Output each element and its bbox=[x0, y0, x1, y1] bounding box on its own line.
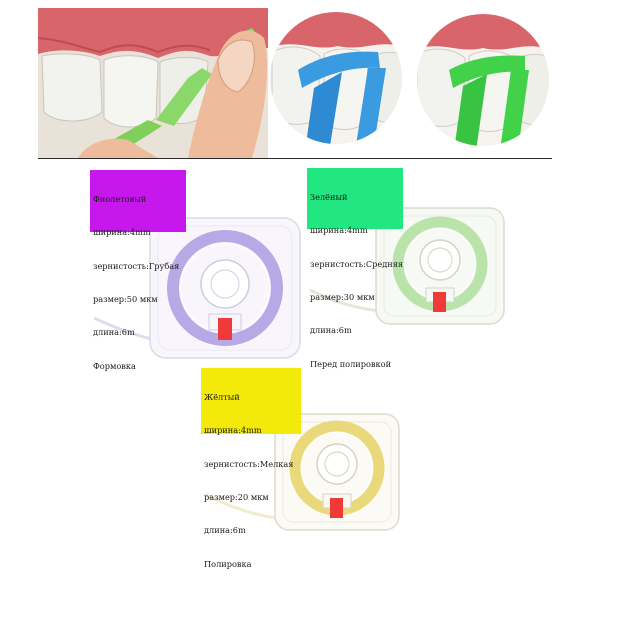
label-green-purpose: Перед полировкой bbox=[310, 358, 392, 369]
illustration-green-strip bbox=[413, 8, 552, 158]
label-green-length: длина:6m bbox=[310, 325, 352, 336]
label-violet-width: ширина:4mm bbox=[93, 227, 151, 238]
label-yellow-width: ширина:4mm bbox=[204, 425, 262, 436]
label-yellow-size: размер:20 мкм bbox=[204, 492, 269, 503]
label-yellow-grit: зернистость:Мелкая bbox=[204, 458, 294, 469]
label-violet-color: Фиолетовый bbox=[93, 194, 147, 205]
label-violet-purpose: Формовка bbox=[93, 360, 136, 371]
label-green-grit: зернистость:Средняя bbox=[310, 258, 404, 269]
usage-illustration-banner bbox=[38, 8, 552, 158]
label-green-size: размер:30 мкм bbox=[310, 292, 375, 303]
reel-green-drawing bbox=[309, 207, 505, 325]
strip-reel-yellow bbox=[204, 406, 405, 534]
label-yellow-purpose: Полировка bbox=[204, 558, 252, 569]
reel-yellow-drawing bbox=[204, 413, 400, 531]
label-violet: Фиолетовый ширина:4mm зернистость:Грубая… bbox=[90, 170, 186, 371]
reel-violet-drawing bbox=[93, 217, 301, 359]
strip-reel-green bbox=[309, 206, 510, 326]
label-yellow-length: длина:6m bbox=[204, 525, 246, 536]
label-violet-grit: зернистость:Грубая bbox=[93, 260, 180, 271]
label-green-color: Зелёный bbox=[310, 192, 348, 203]
label-yellow-color: Жёлтый bbox=[204, 392, 240, 403]
label-green: Зелёный ширина:4mm зернистость:Средняя р… bbox=[307, 168, 403, 369]
label-green-width: ширина:4mm bbox=[310, 225, 368, 236]
label-violet-length: длина:6m bbox=[93, 327, 135, 338]
banner-divider bbox=[38, 158, 552, 159]
label-yellow: Жёлтый ширина:4mm зернистость:Мелкая раз… bbox=[201, 368, 301, 569]
label-violet-size: размер:50 мкм bbox=[93, 294, 158, 305]
illustration-blue-strip bbox=[268, 8, 408, 158]
illustration-finger-inserting-strip bbox=[38, 8, 268, 158]
strip-reel-violet bbox=[93, 200, 304, 360]
